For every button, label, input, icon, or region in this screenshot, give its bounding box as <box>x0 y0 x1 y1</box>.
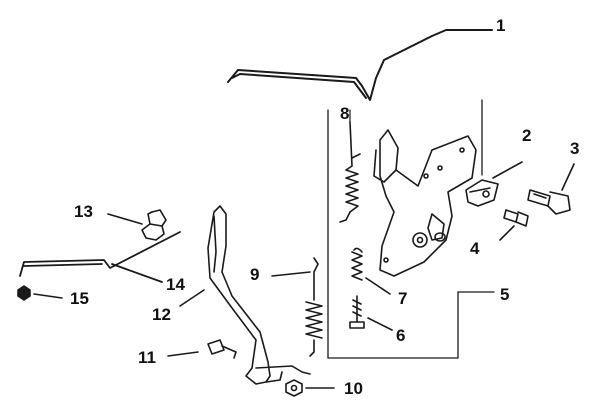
part-3-bolt <box>527 163 575 215</box>
part-14-choke-rod <box>19 231 181 283</box>
callout-3: 3 <box>570 139 580 158</box>
callout-6: 6 <box>396 326 406 345</box>
callout-1: 1 <box>496 16 506 35</box>
part-1-governor-rod <box>227 29 493 101</box>
leader-lines <box>349 109 495 293</box>
part-5-control-bracket <box>373 129 477 277</box>
callout-8: 8 <box>340 104 350 123</box>
part-8-spring <box>339 121 361 223</box>
part-13-clip <box>107 209 167 241</box>
callout-2: 2 <box>522 126 532 145</box>
part-9-spring <box>271 257 323 357</box>
part-2-clip <box>465 161 523 207</box>
callout-10: 10 <box>344 379 363 398</box>
callout-4: 4 <box>470 239 480 258</box>
part-6-screw <box>349 295 393 331</box>
callout-5: 5 <box>500 285 510 304</box>
part-11-screw <box>167 339 237 359</box>
part-15-nut <box>17 285 63 301</box>
callout-14: 14 <box>166 275 185 294</box>
callout-12: 12 <box>152 305 171 324</box>
callout-13: 13 <box>74 202 93 221</box>
part-12-control-lever <box>179 205 311 385</box>
callout-9: 9 <box>250 265 260 284</box>
callout-7: 7 <box>398 289 408 308</box>
callout-11: 11 <box>138 348 156 367</box>
callout-15: 15 <box>70 289 89 308</box>
assembly-outline <box>327 99 483 359</box>
part-7-spring <box>351 247 391 295</box>
part-10-nut <box>285 379 335 397</box>
part-4-screw <box>499 209 529 241</box>
